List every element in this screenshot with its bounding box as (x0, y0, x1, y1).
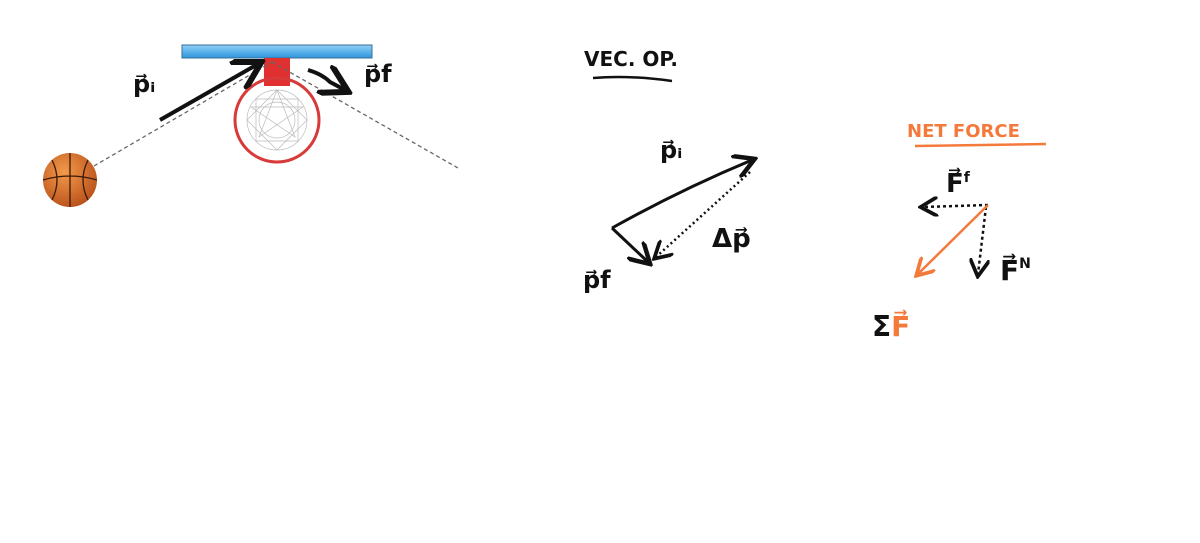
net-force-arrow (918, 204, 989, 274)
backboard (181, 44, 373, 59)
force-normal-arrow (978, 206, 986, 274)
basketball (42, 153, 98, 207)
basketball-hoop-diagram: p⃗ᵢ p⃗f (42, 44, 459, 207)
net-force-diagram: NET FORCE F⃗f F⃗N ΣF⃗ (872, 121, 1047, 343)
net-force-underline (914, 142, 1047, 148)
label-delta-p: Δp⃗ (712, 224, 751, 254)
vector-p-initial (611, 160, 752, 230)
vector-op-title: VEC. OP. (584, 47, 678, 71)
label-p-final: p⃗f (583, 266, 611, 294)
hoop-net (246, 89, 308, 151)
vector-p-final (610, 226, 648, 262)
label-force-normal: F⃗N (1000, 253, 1031, 287)
net-force-title: NET FORCE (907, 121, 1020, 142)
label-net-force: ΣF⃗ (872, 309, 910, 343)
label-p-initial: p⃗ᵢ (660, 136, 682, 164)
hoop-rim (233, 76, 321, 164)
label-p-final: p⃗f (364, 60, 392, 88)
momentum-initial-arrow (159, 64, 258, 122)
hoop-bracket (264, 58, 290, 86)
momentum-final-arrow (307, 70, 345, 90)
label-p-initial: p⃗ᵢ (133, 70, 155, 98)
vector-delta-p (656, 171, 751, 257)
vector-op-underline (592, 75, 673, 83)
vector-operation-diagram: VEC. OP. p⃗ᵢ p⃗f Δp⃗ (583, 47, 752, 294)
trajectory-in (93, 61, 273, 167)
force-friction-arrow (923, 205, 989, 207)
trajectory-out (271, 61, 459, 169)
label-force-friction: F⃗f (946, 167, 971, 199)
